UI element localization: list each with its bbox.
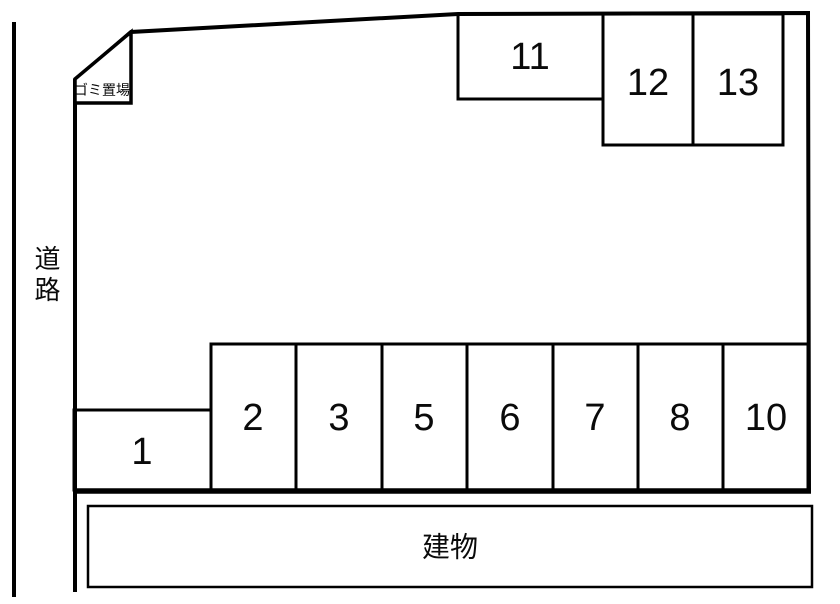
parking-space-6-label: 6	[499, 397, 520, 439]
parking-space-11-label: 11	[510, 36, 549, 78]
parking-space-3-label: 3	[328, 397, 349, 439]
parking-space-12-label: 12	[627, 62, 669, 104]
parking-space-13-box	[691, 12, 785, 147]
parking-space-10-box	[721, 342, 810, 492]
parking-space-8-label: 8	[669, 397, 690, 439]
parking-space-10-label: 10	[745, 397, 787, 439]
parking-space-1-label: 1	[131, 431, 152, 473]
parking-space-13-label: 13	[717, 62, 759, 104]
building-label: 建物	[422, 532, 478, 563]
garbage-area-box	[73, 28, 133, 105]
garbage-area-label: ゴミ置場	[74, 82, 130, 98]
site-boundary-line	[73, 10, 811, 592]
road-label: 道路	[31, 245, 61, 307]
parking-space-7-label: 7	[584, 397, 605, 439]
building-box	[86, 504, 814, 589]
parking-space-5-label: 5	[413, 397, 434, 439]
parking-space-2-label: 2	[242, 397, 263, 439]
